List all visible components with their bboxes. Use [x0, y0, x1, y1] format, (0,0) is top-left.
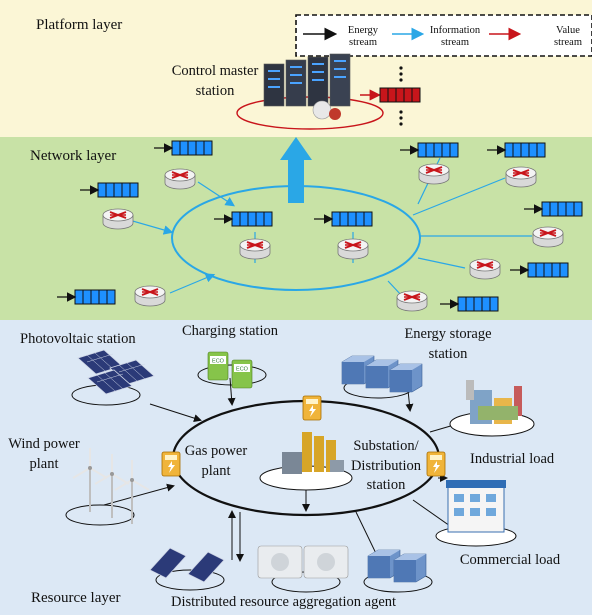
router-7: [532, 226, 564, 248]
platform-layer-label: Platform layer: [36, 17, 123, 33]
uplink-arrow: [280, 137, 312, 203]
wind-plant-label: Wind power plant: [8, 436, 80, 472]
industrial-load-icon: [449, 380, 535, 437]
legend-value-label: Value stream: [554, 25, 582, 48]
router-5: [418, 163, 450, 185]
meter-icon-2: [161, 451, 181, 477]
energy-storage-label: Energy storage station: [404, 326, 492, 362]
commercial-load-icon: [435, 480, 517, 547]
eco-badge-2: ECO: [236, 367, 249, 373]
substation-label: Substation/ Distribution station: [350, 438, 422, 494]
charging-station-icon: ECO ECO: [197, 351, 267, 389]
industrial-load-label: Industrial load: [470, 451, 555, 467]
charging-label: Charging station: [182, 323, 278, 339]
control-station-label: Control master station: [171, 63, 259, 99]
meter-icon-1: [302, 395, 322, 421]
commercial-load-label: Commercial load: [459, 552, 561, 568]
router-3: [239, 238, 271, 260]
aggregation-agent-label: Distributed resource aggregation agent: [171, 594, 397, 610]
resource-layer-label: Resource layer: [31, 590, 121, 606]
network-layer-label: Network layer: [30, 148, 117, 164]
router-2: [102, 208, 134, 230]
aggregation-ac-icon: [257, 545, 349, 593]
router-4: [337, 238, 369, 260]
legend-box: [295, 14, 592, 57]
photovoltaic-label: Photovoltaic station: [20, 331, 136, 347]
aggregation-pv-icon: [149, 547, 225, 591]
router-1: [164, 168, 196, 190]
router-9: [396, 290, 428, 312]
value-packet-queue: [379, 87, 421, 103]
control-station-icon: [236, 53, 384, 130]
router-10: [134, 285, 166, 307]
gas-plant-label: Gas power plant: [184, 443, 248, 479]
legend-information-label: Information stream: [429, 25, 481, 48]
router-8: [469, 258, 501, 280]
ellipsis-dots: [399, 66, 403, 126]
gas-plant-icon: [259, 432, 353, 491]
legend-energy-label: Energy stream: [347, 25, 379, 48]
router-6: [505, 166, 537, 188]
eco-badge-1: ECO: [212, 359, 225, 365]
